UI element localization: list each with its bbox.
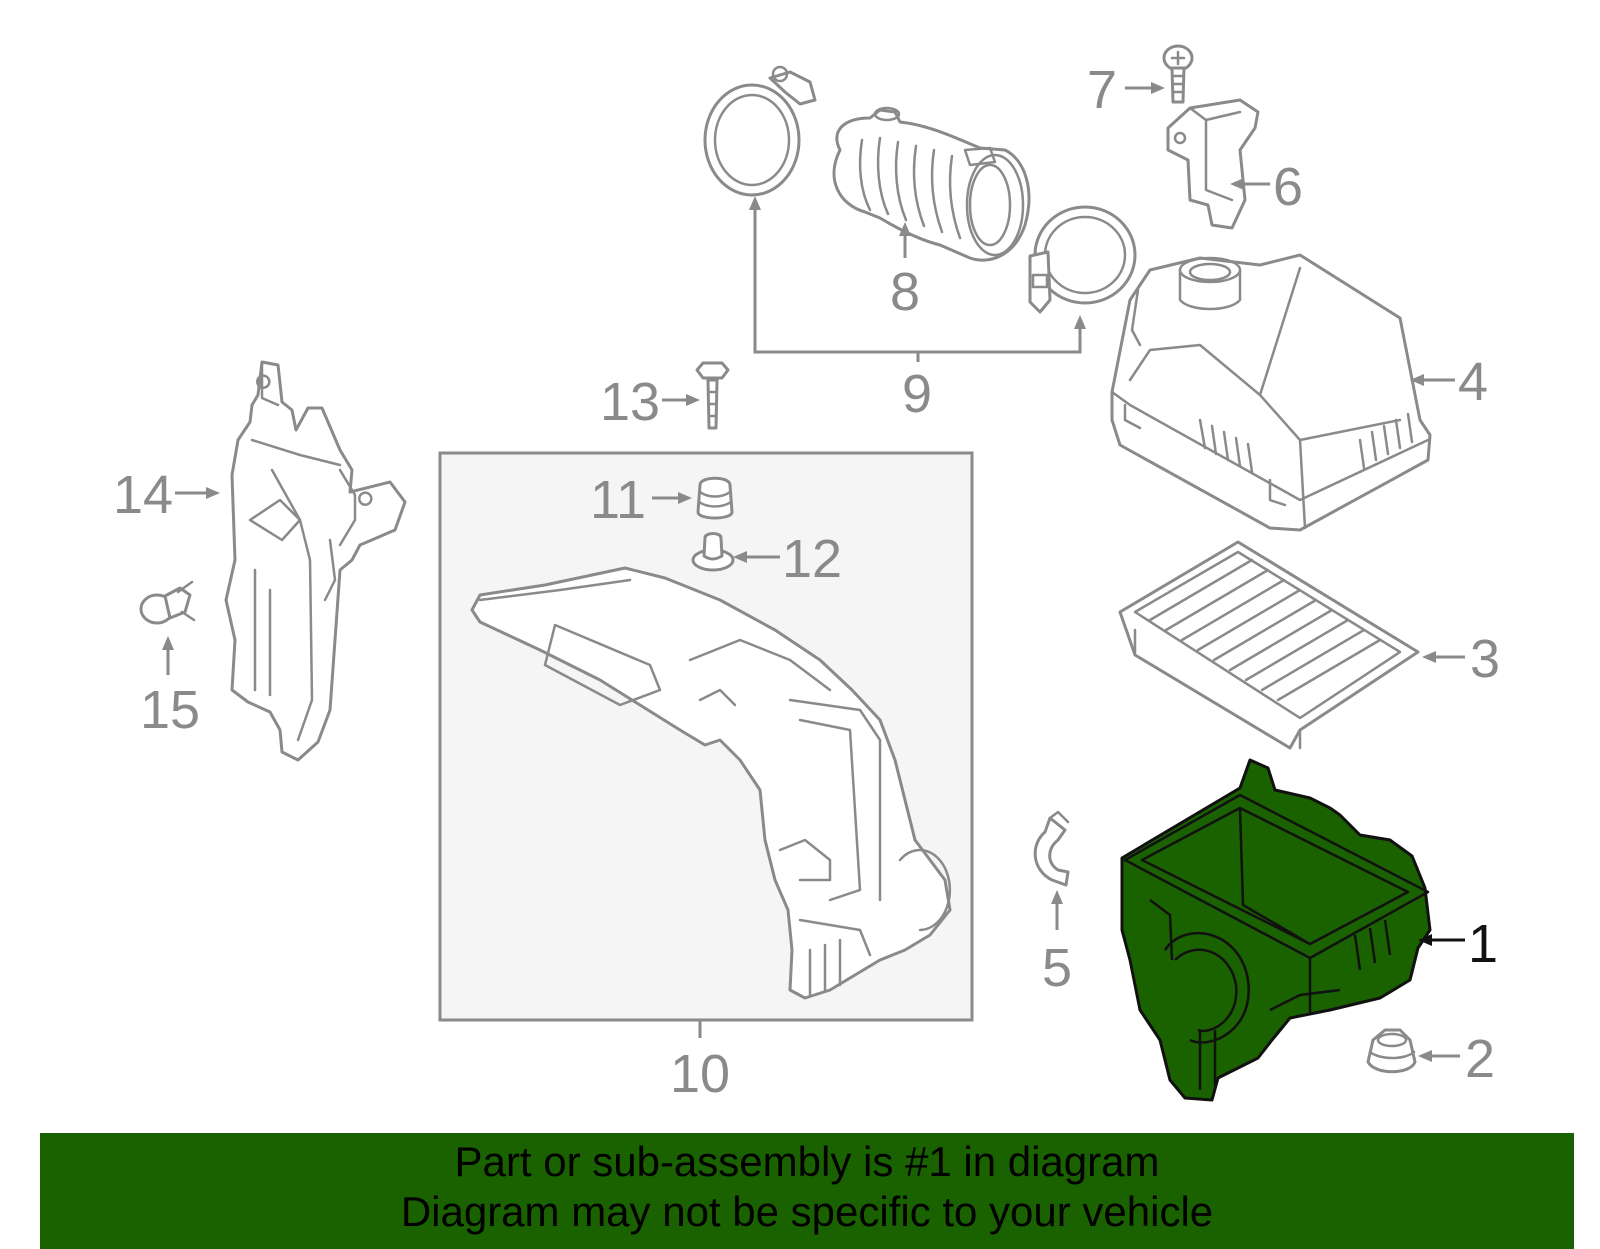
arrowhead-9-right (1074, 315, 1086, 329)
leader-9 (753, 205, 1082, 362)
part-7-screw[interactable] (1162, 44, 1194, 104)
notice-banner: Part or sub-assembly is #1 in diagram Di… (40, 1133, 1574, 1249)
callout-4: 4 (1458, 352, 1488, 412)
callout-9: 9 (902, 364, 932, 424)
callout-7: 7 (1087, 60, 1117, 120)
part-6-sensor[interactable] (1166, 98, 1260, 230)
part-14-bracket[interactable] (224, 360, 407, 762)
part-12-collar[interactable] (691, 532, 735, 572)
arrowhead-13 (686, 394, 700, 406)
part-4-air-cleaner-cover[interactable] (1110, 253, 1432, 532)
arrowhead-12 (733, 551, 747, 563)
part-3-air-filter[interactable] (1118, 540, 1420, 750)
arrowhead-15 (162, 636, 174, 650)
arrowhead-7 (1151, 82, 1165, 94)
callout-6: 6 (1273, 157, 1303, 217)
part-9-clamp-left[interactable] (703, 65, 817, 197)
callout-11: 11 (590, 470, 646, 530)
callout-3: 3 (1470, 629, 1500, 689)
part-9-clamp-right[interactable] (1028, 205, 1137, 314)
callout-12: 12 (782, 529, 842, 589)
arrowhead-11 (678, 492, 692, 504)
notice-line-1: Part or sub-assembly is #1 in diagram (454, 1138, 1160, 1185)
callout-5: 5 (1042, 938, 1072, 998)
notice-line-2: Diagram may not be specific to your vehi… (400, 1188, 1214, 1235)
arrowhead-8 (899, 222, 911, 236)
part-15-push-clip[interactable] (139, 580, 196, 625)
callout-13: 13 (600, 372, 660, 432)
callout-14: 14 (113, 465, 173, 525)
part-2-grommet[interactable] (1366, 1028, 1417, 1074)
arrowhead-6 (1230, 178, 1244, 190)
part-1-air-cleaner-housing[interactable] (1120, 758, 1432, 1102)
callout-1: 1 (1468, 914, 1498, 974)
part-5-clip[interactable] (1033, 810, 1070, 887)
part-11-bushing[interactable] (696, 476, 734, 520)
arrowhead-4 (1410, 374, 1424, 386)
part-10-air-duct[interactable] (470, 566, 952, 1000)
part-8-intake-hose[interactable] (832, 106, 1031, 262)
parts-diagram: 10 8 9 7 (113, 44, 1500, 1104)
callout-8: 8 (890, 262, 920, 322)
part-13-bolt[interactable] (695, 361, 730, 430)
callout-10: 10 (670, 1044, 730, 1104)
arrowhead-3 (1422, 651, 1436, 663)
arrowhead-9-left (749, 196, 761, 210)
arrowhead-2 (1418, 1050, 1432, 1062)
callout-15: 15 (140, 680, 200, 740)
arrowhead-14 (206, 487, 220, 499)
arrowhead-1 (1418, 934, 1432, 946)
callout-2: 2 (1465, 1029, 1495, 1089)
arrowhead-5 (1051, 890, 1063, 904)
